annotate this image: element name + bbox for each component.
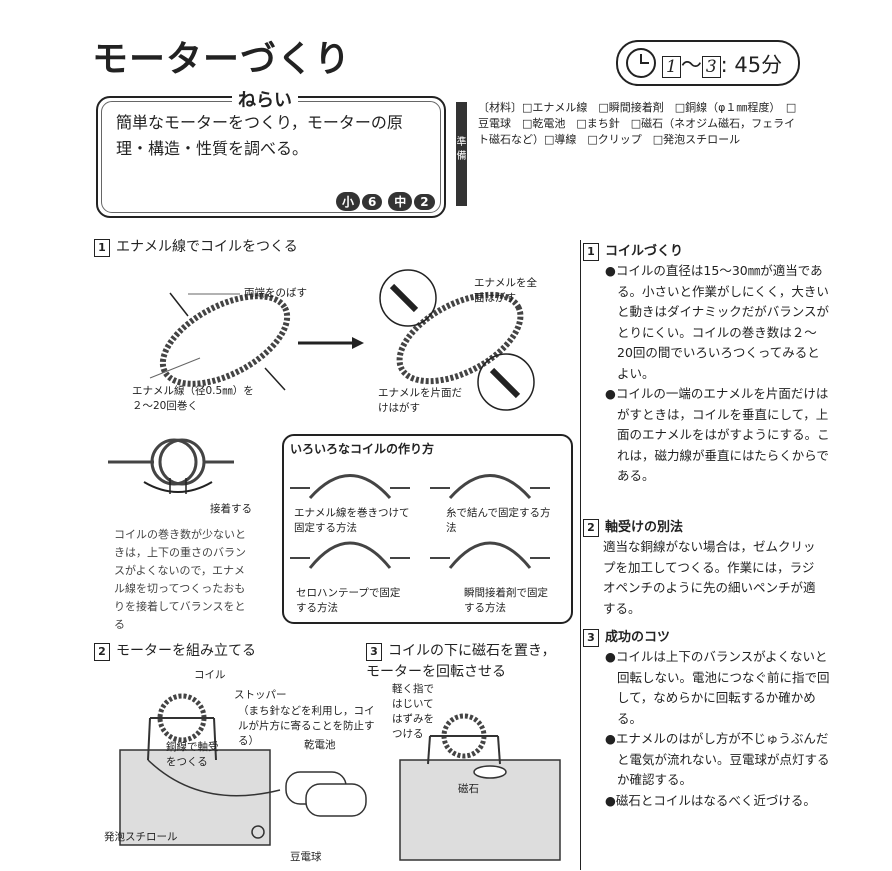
right-s3-num: 3 (583, 629, 599, 647)
label-wire: エナメル線（径0.5㎜）を２〜20回巻く (132, 385, 254, 412)
section1-num: 1 (94, 239, 110, 257)
motor-illustration (119, 693, 367, 846)
label-bulb: 豆電球 (290, 851, 322, 863)
methods-panel (282, 434, 573, 624)
aim-text: 簡単なモーターをつくり，モーターの原理・構造・性質を調べる。 (116, 113, 403, 158)
section3-num: 3 (366, 643, 382, 661)
label-foam: 発泡スチロール (104, 831, 178, 843)
prep-bar: 準備 (456, 102, 467, 206)
clock-icon (626, 48, 656, 78)
right-column-rule (580, 240, 589, 870)
section1-title: エナメル線でコイルをつくる (116, 239, 298, 255)
label-coil: コイル (194, 669, 226, 681)
right-s3-b1: ●コイルは上下のバランスがよくないと回転しない。電池につなぐ前に指で回して，なめ… (605, 649, 830, 726)
right-s3-b3: ●磁石とコイルはなるべく近づける。 (605, 792, 816, 808)
label-flick: 軽く指ではじいてはずみをつける (392, 683, 434, 740)
coil-illustration (149, 269, 535, 411)
right-s2-title: 軸受けの別法 (605, 520, 684, 535)
page-title: モーターづくり (92, 39, 352, 80)
label-bearing: 銅線で軸受をつくる (166, 741, 219, 768)
section1-heading: 1 エナメル線でコイルをつくる (94, 236, 298, 257)
right-s1-num: 1 (583, 243, 599, 261)
methods-illustration (290, 474, 550, 569)
method-3: セロハンテープで固定する方法 (296, 587, 401, 614)
grade-mid-label: 中 (388, 192, 413, 211)
right-s1-b2: ●コイルの一端のエナメルを片面だけはがすときは，コイルを垂直にして，上面のエナメ… (605, 386, 830, 483)
method-2: 糸で結んで固定する方法 (446, 507, 551, 534)
right-s2-heading: 2 軸受けの別法 (583, 516, 818, 537)
right-s1-b1: ●コイルの直径は15〜30㎜が適当である。小さいと作業がしにくく，大きいと動きは… (605, 263, 830, 381)
grade-elem-label: 小 (336, 192, 361, 211)
right-s3: 3 成功のコツ ●コイルは上下のバランスがよくないと回転しない。電池につなぐ前に指… (583, 626, 832, 811)
rotation-illustration (399, 713, 561, 861)
label-strip-half: エナメルを片面だけはがす (378, 387, 462, 414)
label-battery: 乾電池 (304, 739, 336, 751)
grade-mid: 2 (414, 194, 435, 210)
label-stopper: ストッパー (234, 689, 287, 701)
method-1: エナメル線を巻きつけて固定する方法 (294, 507, 410, 534)
prep-label: 準備 (456, 137, 467, 162)
section3-title: コイルの下に磁石を置き，モーターを回転させる (366, 643, 556, 680)
label-stopper-note: （まち針などを利用し，コイルが片方に寄ることを防止する） (238, 705, 375, 747)
glue-illustration (108, 438, 234, 494)
time-from: 1 (662, 56, 681, 78)
section2-heading: 2 モーターを組み立てる (94, 640, 256, 661)
time-badge: 1〜3: 45分 (616, 40, 800, 86)
label-both-ends: 両端をのばす (244, 287, 307, 299)
right-s3-heading: 3 成功のコツ (583, 626, 832, 647)
right-s1-title: コイルづくり (605, 244, 684, 259)
aim-label: ねらい (232, 86, 298, 112)
label-glue: 接着する (210, 503, 252, 515)
time-minutes: : 45分 (720, 53, 783, 77)
label-magnet: 磁石 (458, 783, 479, 795)
section2-num: 2 (94, 643, 110, 661)
time-sep: 〜 (680, 53, 702, 77)
right-s1: 1 コイルづくり ●コイルの直径は15〜30㎜が適当である。小さいと作業がしにくく… (583, 240, 832, 487)
right-s2-num: 2 (583, 519, 599, 537)
methods-title: いろいろなコイルの作り方 (290, 442, 435, 456)
right-s2-text: 適当な銅線がない場合は，ゼムクリップを加工してつくる。作業には，ラジオペンチのよ… (603, 539, 816, 616)
method-4: 瞬間接着剤で固定する方法 (464, 587, 548, 614)
label-strip-all: エナメルを全面はがす (474, 277, 537, 304)
time-text: 1〜3: 45分 (662, 49, 782, 79)
right-s3-b2: ●エナメルのはがし方が不じゅうぶんだと電気が流れない。豆電球が点灯するか確認する… (605, 731, 830, 787)
materials-list: 〔材料〕□エナメル線 □瞬間接着剤 □銅線（φ１㎜程度） □豆電球 □乾電池 □… (478, 101, 797, 146)
right-s1-heading: 1 コイルづくり (583, 240, 832, 261)
time-to: 3 (701, 56, 721, 78)
right-s3-title: 成功のコツ (605, 630, 671, 645)
right-s2: 2 軸受けの別法 適当な銅線がない場合は，ゼムクリップを加工してつくる。作業には，… (583, 516, 818, 619)
grade-elem: 6 (362, 194, 383, 210)
balance-note: コイルの巻き数が少ないときは，上下の重さのバランスがよくないので，エナメル線を切… (114, 528, 246, 631)
section2-title: モーターを組み立てる (116, 643, 256, 659)
